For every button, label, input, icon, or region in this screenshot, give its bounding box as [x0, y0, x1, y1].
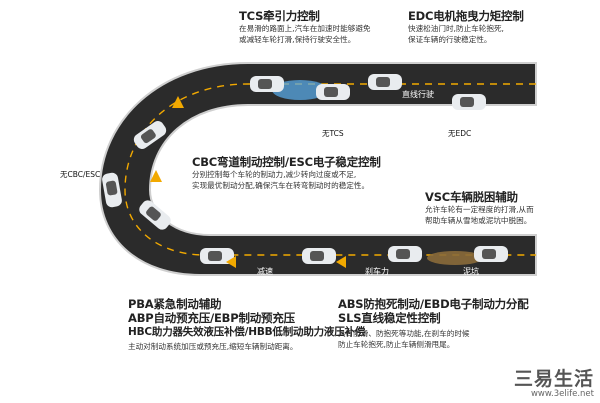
- tcs-desc-2: 或减轻车轮打滑,保持行驶安全性。: [239, 35, 356, 44]
- car-curve-3: [139, 200, 171, 230]
- cbc-desc-2: 实现最优制动分配,确保汽车在转弯制动时的稳定性。: [192, 181, 370, 190]
- label-straight: 直线行驶: [402, 90, 434, 99]
- tcs-title: TCS牵引力控制: [239, 9, 320, 23]
- vsc-desc-1: 允许车轮有一定程度的打滑,从而: [425, 205, 534, 214]
- label-no-edc: 无EDC: [448, 129, 472, 138]
- water-spray: [272, 80, 328, 100]
- edc-title: EDC电机拖曳力矩控制: [408, 9, 524, 23]
- edc-desc-1: 快速松油门时,防止车轮抱死,: [408, 24, 504, 33]
- abs-title-1: ABS防抱死制动/EBD电子制动力分配: [338, 297, 529, 311]
- pba-title-2: ABP自动预充压/EBP制动预充压: [128, 311, 295, 325]
- abs-block: ABS防抱死制动/EBD电子制动力分配 SLS直线稳定性控制 具有防滑、防抱死等…: [338, 297, 529, 350]
- car-lower-3: [388, 246, 422, 262]
- edc-block: EDC电机拖曳力矩控制 快速松油门时,防止车轮抱死, 保证车辆的行驶稳定性。: [408, 9, 524, 45]
- pba-title-3: HBC助力器失效液压补偿/HBB低制动助力液压补偿: [128, 326, 366, 338]
- watermark-url: www.3elife.net: [530, 389, 594, 399]
- car-tcs-2: [316, 84, 350, 100]
- car-edc-2: [452, 94, 486, 110]
- car-curve-1: [133, 121, 167, 149]
- watermark-brand: 三易生活: [513, 368, 594, 390]
- cbc-block: CBC弯道制动控制/ESC电子稳定控制 分别控制每个车轮的制动力,减少转向过度或…: [192, 155, 381, 191]
- lane-marking: [124, 83, 536, 256]
- mud-puddle: [427, 251, 483, 265]
- car-tcs-1: [250, 76, 284, 92]
- abs-desc-2: 防止车轮抱死,防止车辆侧滑甩尾。: [338, 340, 455, 349]
- pba-desc-1: 主动对制动系统加压或预充压,缩短车辆制动距离。: [128, 342, 298, 351]
- label-no-cbc-esc: 无CBC/ESC: [60, 170, 101, 179]
- label-braking: 刹车力: [365, 267, 389, 276]
- abs-title-2: SLS直线稳定性控制: [338, 311, 441, 325]
- car-curve-2: [102, 172, 122, 208]
- label-mud: 泥坑: [463, 267, 479, 276]
- pba-block: PBA紧急制动辅助 ABP自动预充压/EBP制动预充压 HBC助力器失效液压补偿…: [128, 297, 365, 352]
- direction-arrows: [150, 96, 346, 268]
- tcs-block: TCS牵引力控制 在易滑的路面上,汽车在加速时能够避免 或减轻车轮打滑,保持行驶…: [239, 9, 371, 45]
- tcs-desc-1: 在易滑的路面上,汽车在加速时能够避免: [239, 24, 371, 33]
- edc-desc-2: 保证车辆的行驶稳定性。: [408, 35, 492, 44]
- abs-desc-1: 具有防滑、防抱死等功能,在刹车的时候: [338, 329, 470, 338]
- vsc-block: VSC车辆脱困辅助 允许车轮有一定程度的打滑,从而 帮助车辆从雪地或泥坑中脱困。: [425, 190, 534, 226]
- car-lower-4: [474, 246, 508, 262]
- watermark: 三易生活 www.3elife.net: [514, 369, 594, 399]
- pba-title-1: PBA紧急制动辅助: [128, 297, 222, 311]
- label-no-tcs: 无TCS: [322, 129, 344, 138]
- cbc-title: CBC弯道制动控制/ESC电子稳定控制: [192, 155, 381, 169]
- car-edc-1: [368, 74, 402, 90]
- vsc-title: VSC车辆脱困辅助: [425, 190, 518, 204]
- vsc-desc-2: 帮助车辆从雪地或泥坑中脱困。: [425, 216, 532, 225]
- car-lower-1: [200, 248, 234, 264]
- cbc-desc-1: 分别控制每个车轮的制动力,减少转向过度或不足,: [192, 170, 357, 179]
- car-lower-2: [302, 248, 336, 264]
- label-slow-down: 减速: [257, 267, 273, 276]
